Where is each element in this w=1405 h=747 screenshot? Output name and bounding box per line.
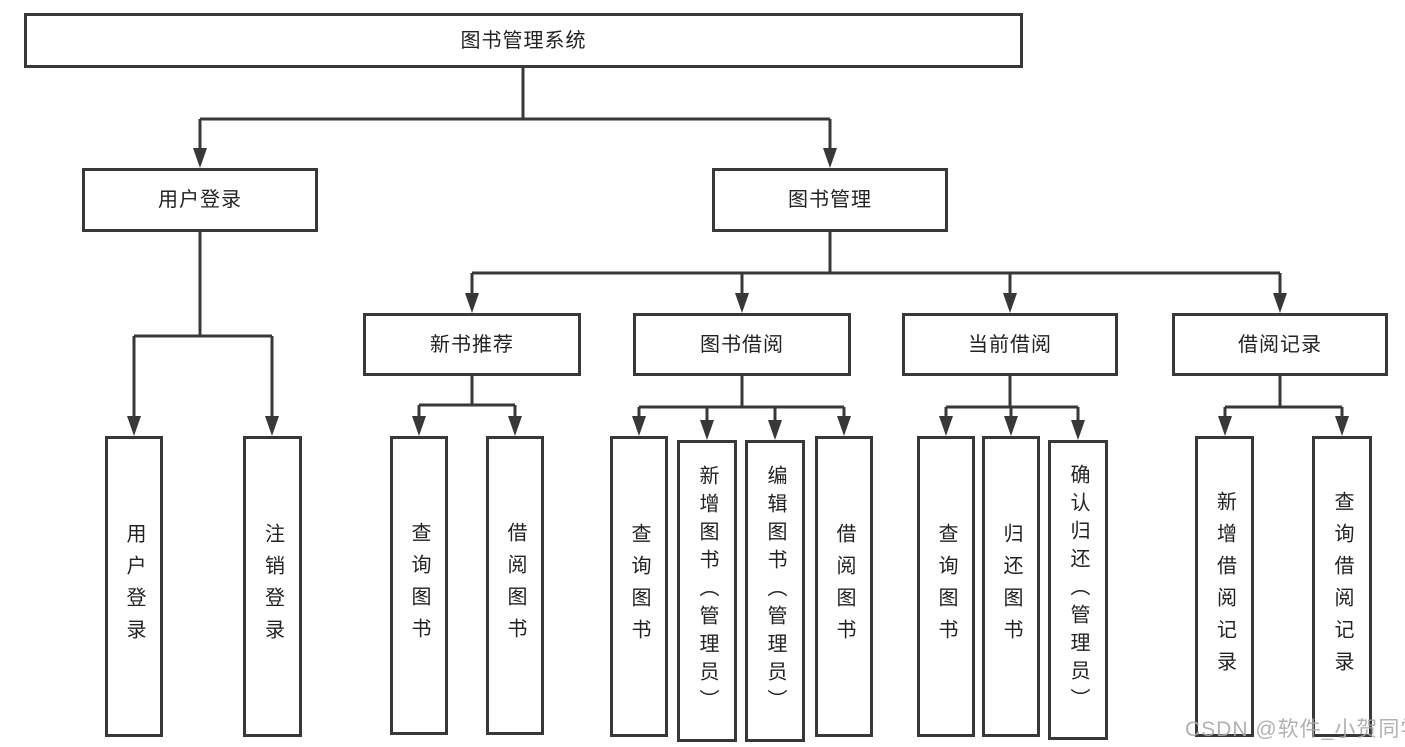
leaf-recommend-borrow-book: 借阅图书 [486, 436, 544, 735]
arrowhead [632, 416, 646, 436]
leaf-user-login: 用户登录 [105, 436, 163, 737]
arrowhead [465, 293, 479, 313]
arrowhead [1218, 416, 1232, 436]
node-current-borrow: 当前借阅 [902, 313, 1118, 376]
leaf-records-add-borrow-record: 新增借阅记录 [1195, 436, 1254, 737]
arrowhead [939, 416, 953, 436]
leaf-logout: 注销登录 [243, 436, 302, 737]
arrowhead [127, 416, 141, 436]
arrowhead [508, 416, 522, 436]
leaf-borrow-edit-book-admin: 编辑图书（管理员） [745, 440, 805, 742]
arrowhead [837, 416, 851, 436]
leaf-current-confirm-return-admin: 确认归还（管理员） [1048, 440, 1108, 740]
arrowhead [700, 420, 714, 440]
connector-root-to-level2 [198, 68, 832, 150]
arrowhead [193, 148, 207, 168]
arrowhead [735, 293, 749, 313]
connector-current-borrow-to-leaves [944, 376, 1080, 422]
connector-new-book-recommend-to-leaves [417, 376, 517, 418]
arrowhead [1003, 293, 1017, 313]
connector-borrow-records-to-leaves [1223, 376, 1344, 418]
arrowhead [1335, 416, 1349, 436]
node-book-borrow: 图书借阅 [633, 313, 851, 376]
connector-book-borrow-to-leaves [637, 376, 846, 422]
arrowhead [1273, 293, 1287, 313]
arrowheads [127, 148, 1349, 440]
node-user-login: 用户登录 [82, 168, 318, 232]
node-borrow-records: 借阅记录 [1172, 313, 1388, 376]
leaf-current-return-book: 归还图书 [982, 436, 1040, 737]
arrowhead [823, 148, 837, 168]
leaf-current-query-book: 查询图书 [917, 436, 975, 737]
node-book-management: 图书管理 [712, 168, 948, 232]
arrowhead [1004, 416, 1018, 436]
arrowhead [265, 416, 279, 436]
connector-book-management-to-level3 [470, 232, 1282, 295]
arrowhead [768, 420, 782, 440]
connector-paths [132, 68, 1344, 422]
leaf-borrow-add-book-admin: 新增图书（管理员） [677, 440, 737, 742]
leaf-recommend-query-book: 查询图书 [390, 436, 448, 735]
connector-user-login-to-leaves [132, 232, 274, 418]
leaf-borrow-query-book: 查询图书 [610, 436, 668, 737]
arrowhead [1071, 420, 1085, 440]
leaf-borrow-borrow-book: 借阅图书 [815, 436, 873, 737]
csdn-watermark: CSDN @软件_小贺同学 [1185, 718, 1405, 741]
arrowhead [412, 416, 426, 436]
node-book-management-system: 图书管理系统 [24, 13, 1023, 68]
leaf-records-query-borrow-record: 查询借阅记录 [1312, 436, 1372, 737]
node-new-book-recommend: 新书推荐 [363, 313, 581, 376]
